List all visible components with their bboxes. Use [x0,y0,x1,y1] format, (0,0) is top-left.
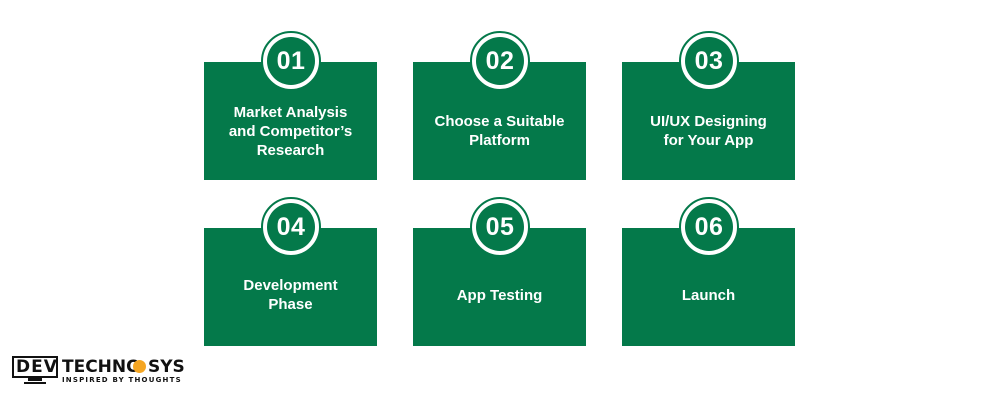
step-number: 01 [267,37,315,85]
step-label: Choose a Suitable Platform [434,113,565,149]
step-number-badge: 02 [470,31,530,91]
logo-sys-text: SYS [148,357,185,377]
step-number-badge: 01 [261,31,321,91]
devtechnosys-logo: DEV TECHNO SYS INSPIRED BY THOUGHTS [12,354,192,390]
step-card-03: UI/UX Designing for Your App [622,62,795,180]
logo-dev-text: DEV [16,357,58,377]
step-label: UI/UX Designing for Your App [650,113,767,149]
step-number-badge: 06 [679,197,739,257]
step-number-badge: 03 [679,31,739,91]
monitor-stand-base [24,382,46,384]
monitor-stand [28,378,42,381]
step-number-badge: 05 [470,197,530,257]
step-number-badge: 04 [261,197,321,257]
step-number: 02 [476,37,524,85]
step-number: 04 [267,203,315,251]
gear-icon [133,360,146,373]
step-number: 05 [476,203,524,251]
logo-techno-text: TECHNO [62,357,141,377]
step-label: Launch [681,287,736,304]
step-number: 06 [685,203,733,251]
step-label: Development Phase [243,277,338,313]
step-number: 03 [685,37,733,85]
step-label: Market Analysis and Competitor’s Researc… [228,104,353,159]
step-label: App Testing [456,287,543,304]
monitor-icon [12,356,58,378]
logo-tagline: INSPIRED BY THOUGHTS [62,376,182,384]
